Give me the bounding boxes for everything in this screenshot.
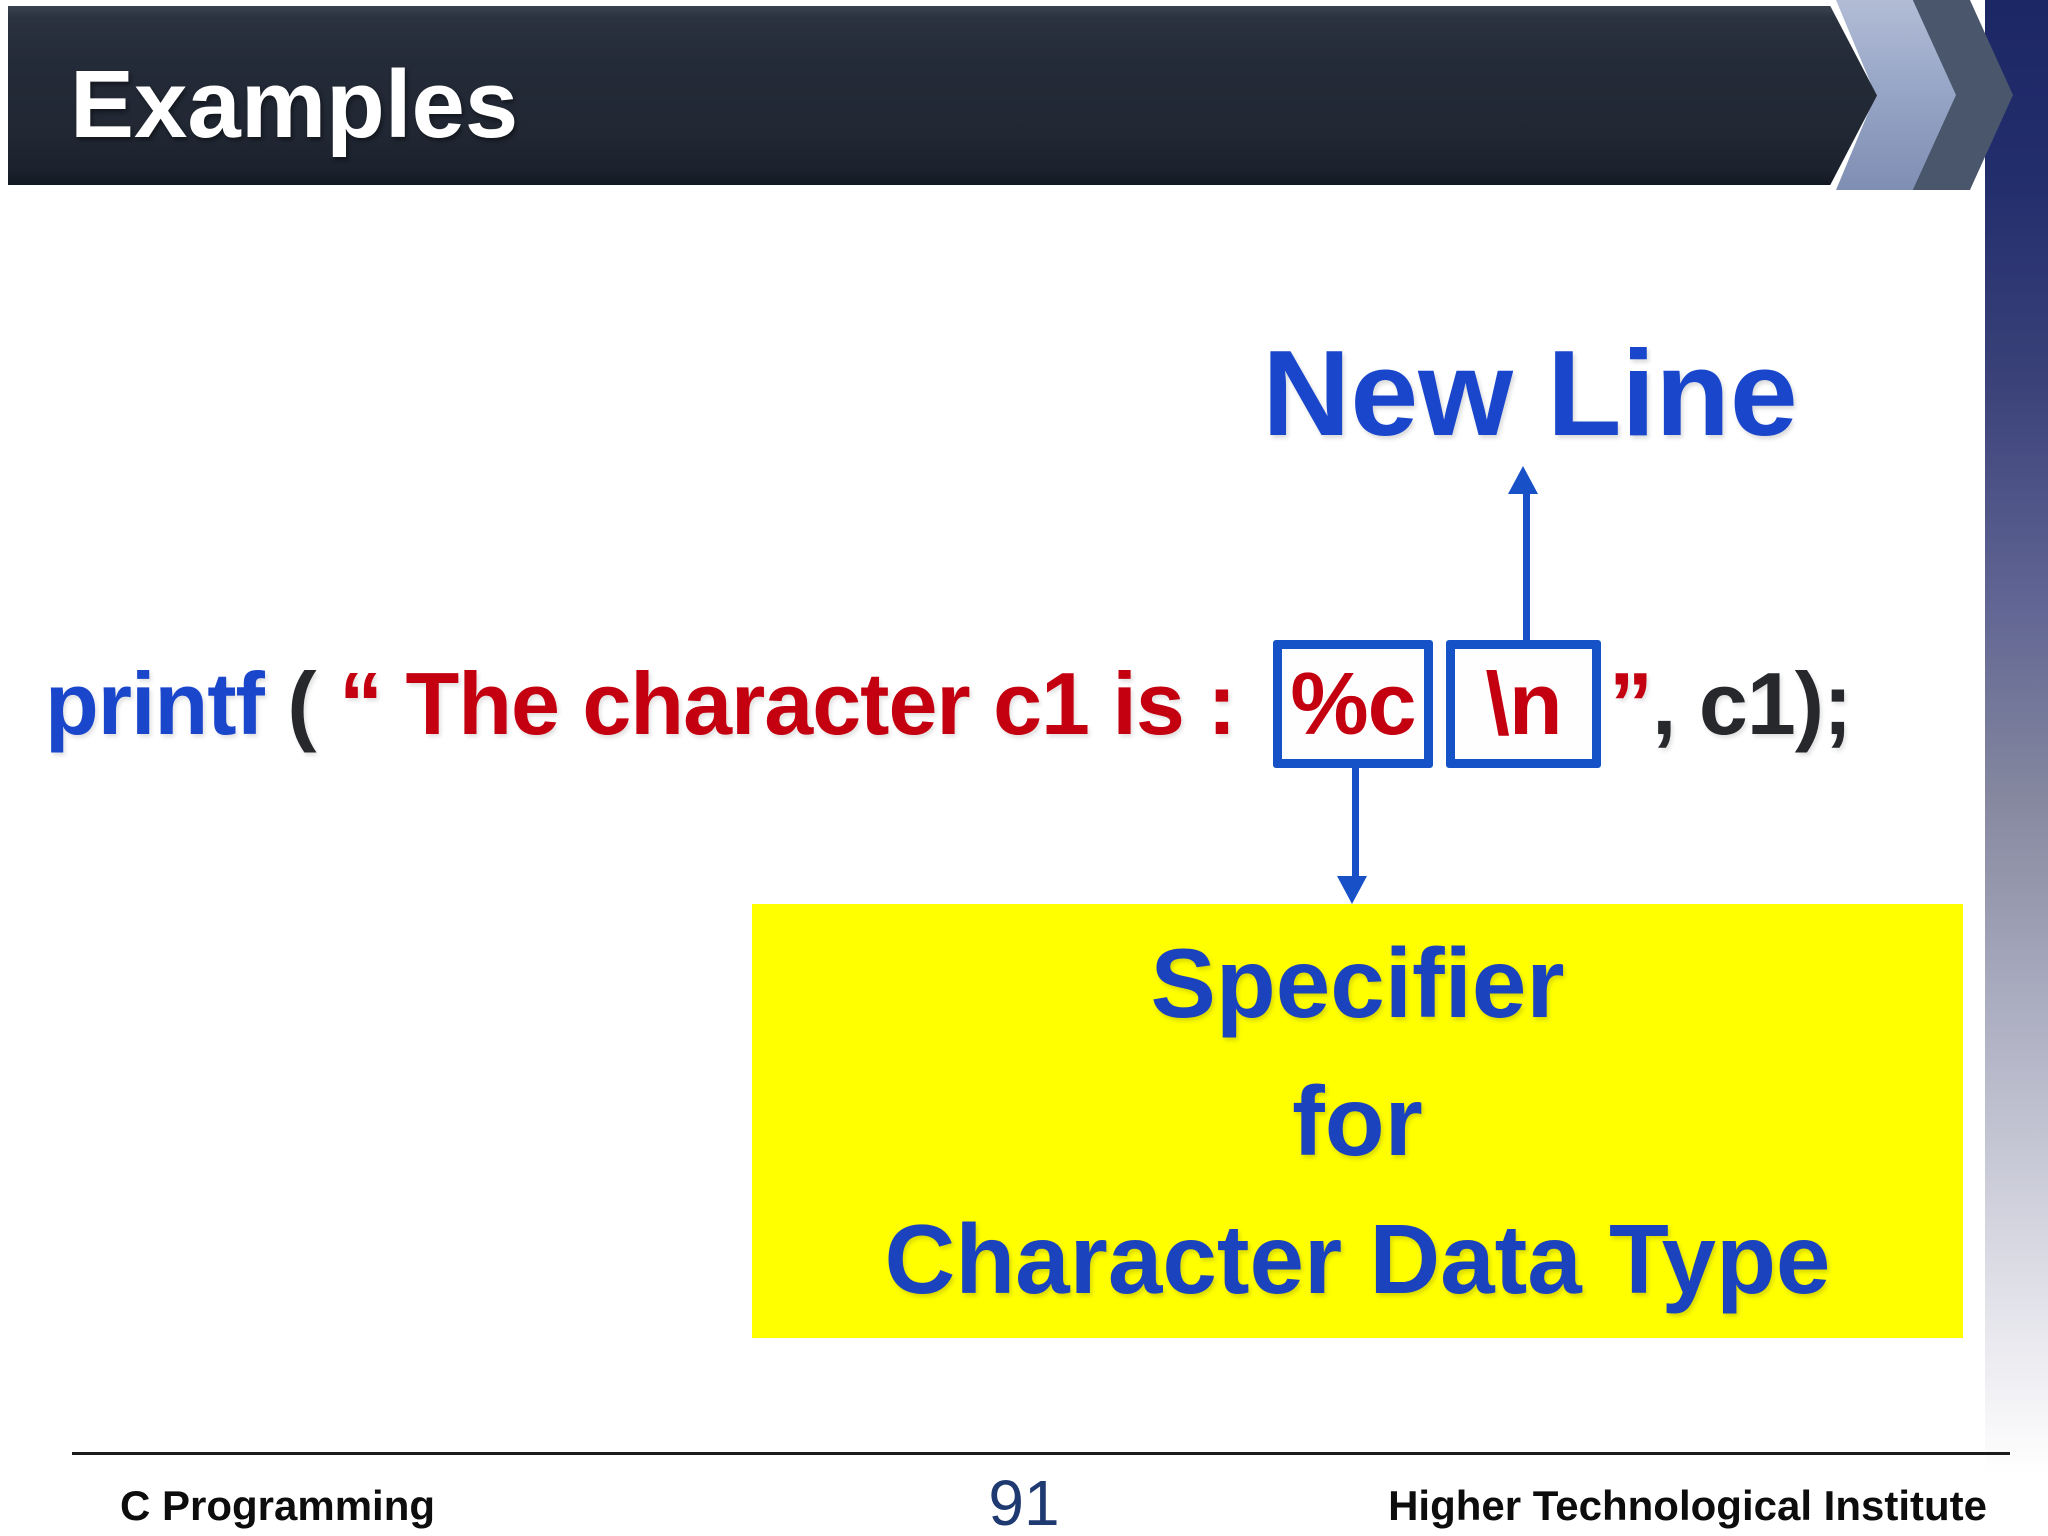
header-bar: Examples [8,6,1877,185]
code-line: printf ( “ The character c1 is : %c \n ”… [45,640,1852,768]
page-title: Examples [70,51,519,158]
up-arrow-line [1523,492,1530,640]
down-arrow-icon [1337,876,1367,904]
code-newline: \n [1485,654,1562,753]
code-open-paren: ( [263,654,340,753]
code-printf-keyword: printf [45,654,265,753]
specifier-callout: Specifier for Character Data Type [752,904,1963,1338]
footer-institute-label: Higher Technological Institute [1388,1482,1987,1529]
right-gradient-strip [1985,0,2048,1536]
code-comma: , [1652,654,1699,753]
specifier-callout-line1: Specifier [1150,928,1565,1038]
footer-page-number: 91 [988,1467,1060,1536]
footer-divider [72,1452,2010,1455]
specifier-callout-line2: for [1292,1066,1423,1176]
code-close-quote: ” [1609,654,1653,753]
code-specifier: %c [1290,654,1416,753]
code-args: c1); [1698,654,1852,753]
down-arrow-line [1352,768,1359,878]
code-string-text: The character c1 is : [405,654,1259,753]
specifier-box: %c [1273,640,1433,768]
new-line-label: New Line [1262,325,1798,461]
specifier-callout-line3: Character Data Type [884,1204,1831,1314]
footer-course-label: C Programming [120,1482,436,1529]
newline-box: \n [1446,640,1601,768]
up-arrow-icon [1508,466,1538,494]
code-open-quote: “ [339,654,406,753]
